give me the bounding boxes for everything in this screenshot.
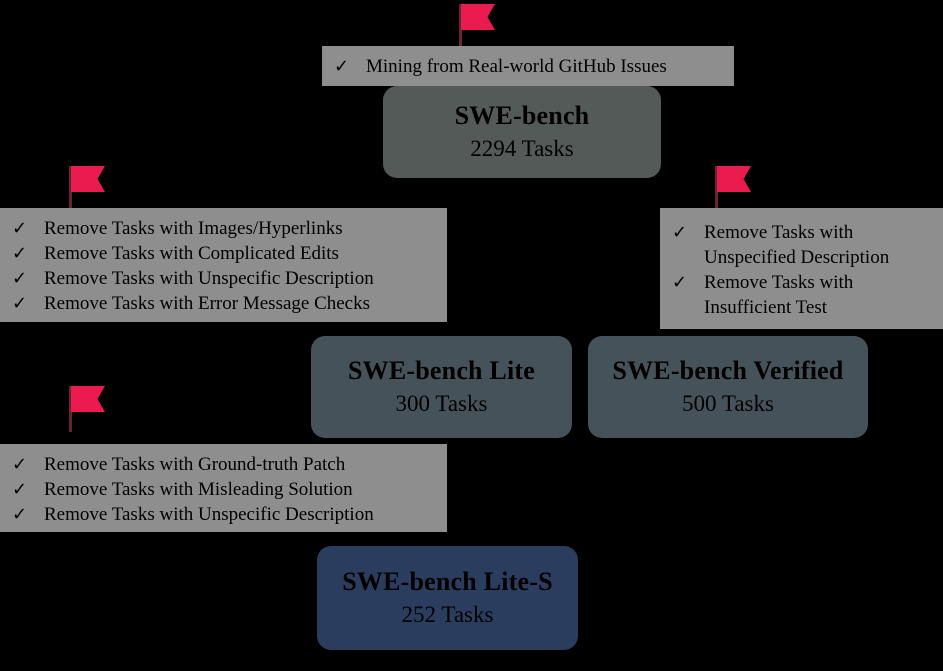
node-title: SWE-bench Lite (348, 356, 535, 385)
check-icon: ✓ (12, 454, 28, 475)
flag-icon-verified (712, 164, 758, 212)
list-item: ✓ Remove Tasks with Error Message Checks (12, 291, 437, 316)
list-item-label: Mining from Real-world GitHub Issues (366, 56, 667, 77)
flag-pole (715, 166, 718, 212)
list-item-label: Remove Tasks with Images/Hyperlinks (44, 218, 343, 239)
checklist-items: ✓ Remove Tasks with Images/Hyperlinks ✓ … (12, 216, 437, 316)
checklist-source-filter: ✓ Mining from Real-world GitHub Issues (322, 46, 734, 86)
flag-banner (71, 386, 105, 412)
list-item-label: Remove Tasks with Error Message Checks (44, 293, 371, 314)
list-item-label: Remove Tasks with Unspecific Description (44, 268, 374, 289)
list-item: ✓ Remove Tasks with Unspecified Descript… (672, 220, 933, 270)
list-item: ✓ Remove Tasks with Images/Hyperlinks (12, 216, 437, 241)
check-icon: ✓ (672, 272, 688, 293)
flag-pole (69, 386, 72, 432)
checklist-items: ✓ Remove Tasks with Ground-truth Patch ✓… (12, 452, 437, 527)
flag-pole (69, 166, 72, 212)
node-title: SWE-bench Verified (612, 356, 844, 385)
checklist-lite-s-filter: ✓ Remove Tasks with Ground-truth Patch ✓… (0, 444, 447, 532)
list-item: ✓ Remove Tasks with Unspecific Descripti… (12, 266, 437, 291)
check-icon: ✓ (12, 268, 28, 289)
list-item-label: Remove Tasks with Misleading Solution (44, 479, 353, 500)
node-title: SWE-bench (454, 101, 590, 130)
checklist-verified-filter: ✓ Remove Tasks with Unspecified Descript… (660, 208, 943, 329)
node-title: SWE-bench Lite-S (342, 567, 553, 596)
list-item-label: Remove Tasks with Unspecific Description (44, 504, 374, 525)
node-count: 500 Tasks (682, 391, 774, 416)
flag-icon-lite (66, 164, 112, 212)
flag-icon-source (456, 2, 502, 50)
check-icon: ✓ (672, 222, 688, 243)
check-icon: ✓ (12, 243, 28, 264)
check-icon: ✓ (12, 218, 28, 239)
check-icon: ✓ (12, 504, 28, 525)
flag-banner (461, 4, 495, 30)
list-item: ✓ Mining from Real-world GitHub Issues (334, 54, 724, 79)
node-swe-bench-lite-s[interactable]: SWE-bench Lite-S 252 Tasks (317, 546, 578, 650)
checklist-items: ✓ Remove Tasks with Unspecified Descript… (672, 220, 933, 320)
list-item: ✓ Remove Tasks with Ground-truth Patch (12, 452, 437, 477)
list-item: ✓ Remove Tasks with Insufficient Test (672, 270, 933, 320)
checklist-lite-filter: ✓ Remove Tasks with Images/Hyperlinks ✓ … (0, 208, 447, 322)
list-item-label: Remove Tasks with Insufficient Test (704, 272, 854, 318)
check-icon: ✓ (12, 479, 28, 500)
node-swe-bench[interactable]: SWE-bench 2294 Tasks (383, 86, 661, 178)
list-item: ✓ Remove Tasks with Unspecific Descripti… (12, 502, 437, 527)
check-icon: ✓ (12, 293, 28, 314)
list-item: ✓ Remove Tasks with Misleading Solution (12, 477, 437, 502)
list-item-label: Remove Tasks with Unspecified Descriptio… (704, 222, 890, 268)
checklist-items: ✓ Mining from Real-world GitHub Issues (334, 54, 724, 79)
flag-icon-lite-s (66, 384, 112, 432)
node-swe-bench-verified[interactable]: SWE-bench Verified 500 Tasks (588, 336, 868, 438)
list-item-label: Remove Tasks with Ground-truth Patch (44, 454, 346, 475)
node-count: 2294 Tasks (470, 136, 574, 161)
check-icon: ✓ (334, 56, 350, 77)
list-item: ✓ Remove Tasks with Complicated Edits (12, 241, 437, 266)
flag-banner (71, 166, 105, 192)
node-count: 300 Tasks (395, 391, 488, 416)
flag-pole (459, 4, 462, 50)
node-count: 252 Tasks (401, 602, 494, 627)
node-swe-bench-lite[interactable]: SWE-bench Lite 300 Tasks (311, 336, 572, 438)
list-item-label: Remove Tasks with Complicated Edits (44, 243, 339, 264)
flag-banner (717, 166, 751, 192)
